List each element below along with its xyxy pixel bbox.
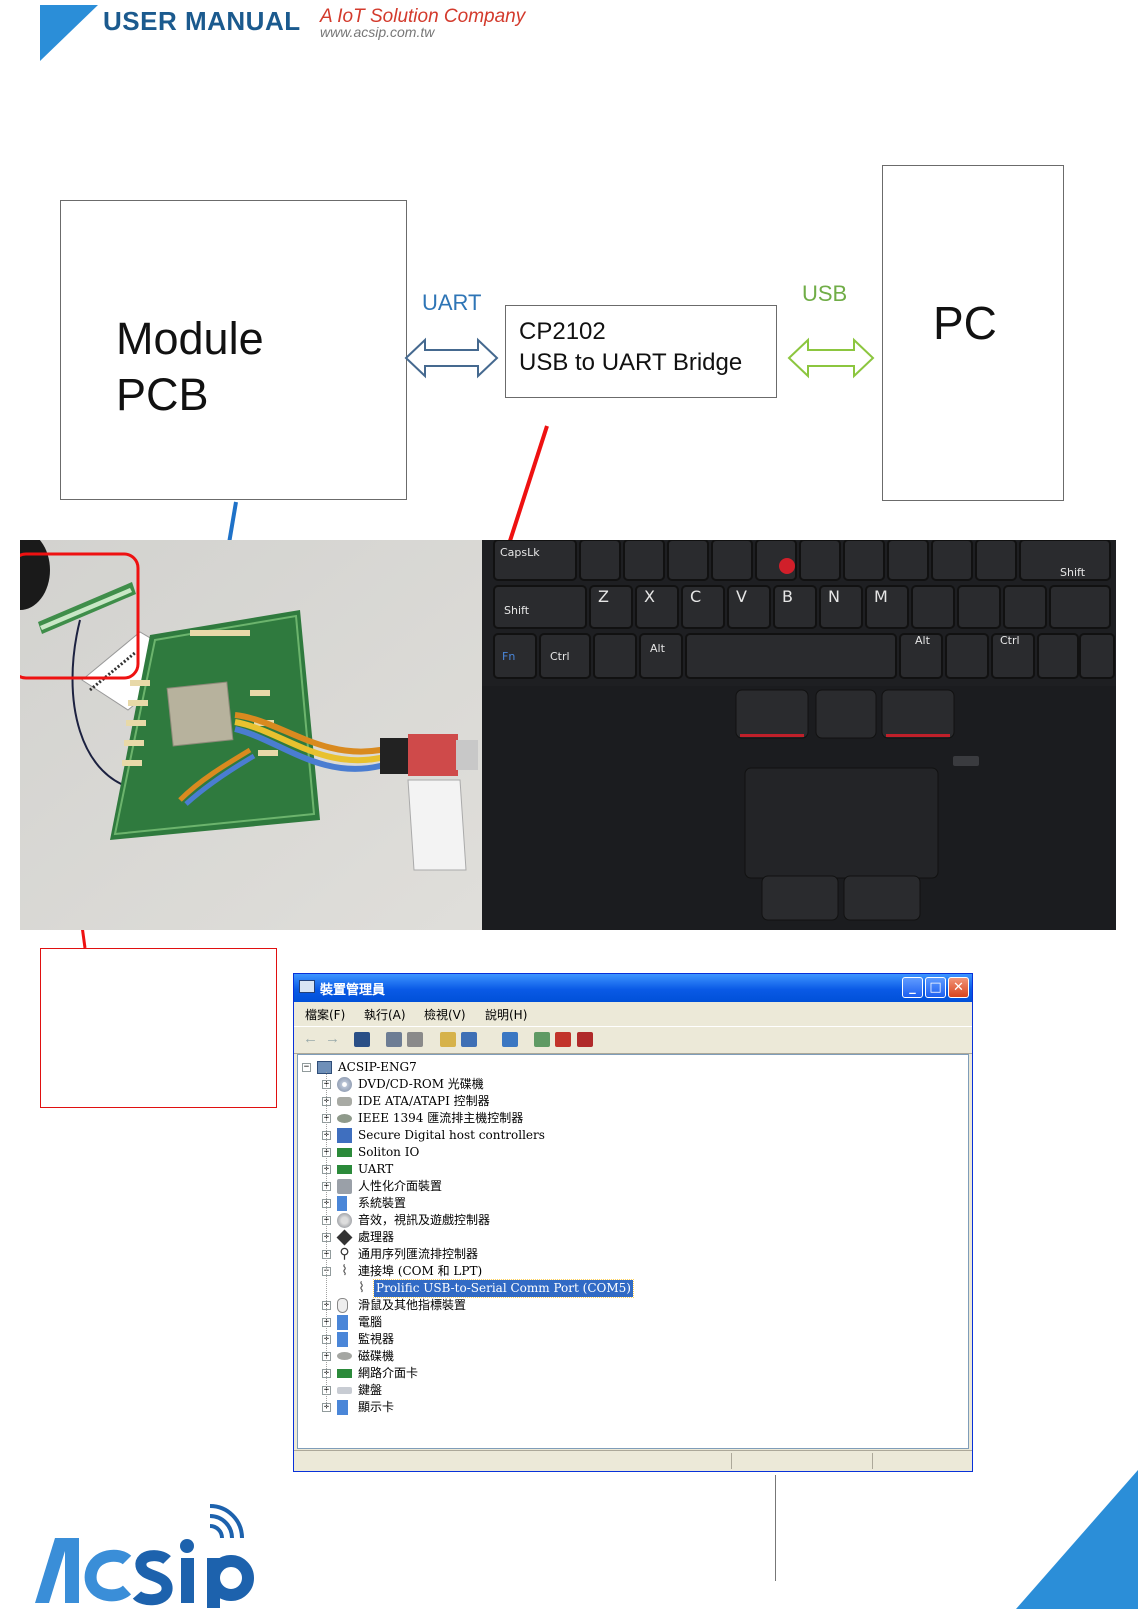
usb-icon: ⚲ (337, 1247, 352, 1262)
photo-touchpad (745, 768, 938, 878)
svg-text:Alt: Alt (650, 642, 666, 655)
show-hide-tree-icon[interactable] (354, 1032, 370, 1047)
menu-help[interactable]: 說明(H) (485, 1006, 527, 1023)
svg-text:Alt: Alt (915, 634, 931, 647)
uart-link-label: UART (422, 290, 482, 316)
network-icon (337, 1369, 352, 1378)
properties-icon[interactable] (386, 1032, 402, 1047)
svg-text:V: V (736, 587, 747, 606)
window-titlebar[interactable]: 裝置管理員 _ □ ✕ (294, 974, 972, 1002)
setup-photo: CapsLk Shift Z X C V B N M Shift Fn Ctrl… (20, 540, 1116, 930)
forward-icon[interactable]: → (325, 1032, 341, 1047)
svg-text:Ctrl: Ctrl (1000, 634, 1020, 647)
footer-divider (775, 1475, 776, 1581)
view-icon[interactable] (461, 1032, 477, 1047)
svg-text:CapsLk: CapsLk (500, 546, 540, 559)
svg-text:Shift: Shift (504, 604, 530, 617)
acsip-logo (35, 1498, 265, 1608)
usb-link-label: USB (802, 281, 847, 307)
sound-icon (337, 1213, 352, 1228)
header-logo-triangle (40, 5, 98, 61)
menu-view[interactable]: 檢視(V) (424, 1006, 466, 1023)
svg-text:B: B (782, 587, 793, 606)
device-manager-window: 裝置管理員 _ □ ✕ 檔案(F) 執行(A) 檢視(V) 說明(H) ← → … (293, 973, 973, 1472)
toolbar: ← → (294, 1026, 972, 1054)
pc-box: PC (882, 165, 1064, 501)
svg-text:Fn: Fn (502, 650, 515, 663)
photo-module-chip (167, 682, 233, 746)
svg-text:Ctrl: Ctrl (550, 650, 570, 663)
update-driver-icon[interactable] (534, 1032, 550, 1047)
header-title: USER MANUAL (103, 6, 301, 37)
help-icon[interactable] (440, 1032, 456, 1047)
module-pcb-label: Module PCB (116, 311, 264, 423)
bridge-box: CP2102 USB to UART Bridge (505, 305, 777, 398)
antenna-note-box (40, 948, 277, 1108)
back-icon[interactable]: ← (303, 1032, 319, 1047)
computer-icon (317, 1061, 332, 1074)
footer-corner-triangle (1016, 1470, 1138, 1609)
close-button[interactable]: ✕ (948, 977, 969, 998)
collapse-icon[interactable]: − (302, 1063, 311, 1072)
photo-trackpoint (779, 558, 795, 574)
card-icon (337, 1165, 352, 1174)
uart-double-arrow (406, 340, 497, 376)
module-pcb-box: Module PCB (60, 200, 407, 500)
usb-double-arrow (789, 340, 873, 376)
header-url: www.acsip.com.tw (320, 24, 434, 40)
keyboard-icon (337, 1387, 352, 1394)
svg-text:M: M (874, 587, 888, 606)
pc-label: PC (933, 296, 997, 350)
computer-icon (299, 980, 315, 993)
menu-action[interactable]: 執行(A) (364, 1006, 406, 1023)
window-title: 裝置管理員 (320, 979, 385, 998)
bridge-label: CP2102 USB to UART Bridge (519, 316, 742, 378)
photo-keyboard (494, 540, 1114, 678)
card-icon (337, 1148, 352, 1157)
port-icon: ⌇ (354, 1281, 369, 1296)
device-tree: − ACSIP-ENG7 + DVD/CD-ROM 光碟機 + IDE ATA/… (297, 1054, 969, 1449)
svg-text:Shift: Shift (1060, 566, 1086, 579)
port-icon: ⌇ (337, 1264, 352, 1279)
selected-device: Prolific USB-to-Serial Comm Port (COM5) (374, 1280, 633, 1297)
system-icon (337, 1196, 347, 1211)
cdrom-icon (337, 1077, 352, 1092)
svg-text:N: N (828, 587, 840, 606)
maximize-button[interactable]: □ (925, 977, 946, 998)
ide-icon (337, 1097, 352, 1106)
svg-text:X: X (644, 587, 655, 606)
disable-icon[interactable] (555, 1032, 571, 1047)
disk-icon (337, 1352, 352, 1360)
menu-bar: 檔案(F) 執行(A) 檢視(V) 說明(H) (294, 1002, 972, 1026)
minimize-button[interactable]: _ (902, 977, 923, 998)
display-icon (337, 1400, 348, 1415)
menu-file[interactable]: 檔案(F) (305, 1006, 345, 1023)
monitor-icon (337, 1332, 348, 1347)
computer-icon (337, 1315, 348, 1330)
svg-text:C: C (690, 587, 701, 606)
uninstall-icon[interactable] (577, 1032, 593, 1047)
hid-icon (337, 1179, 352, 1194)
ieee1394-icon (337, 1114, 352, 1123)
scan-hardware-icon[interactable] (502, 1032, 518, 1047)
print-icon[interactable] (407, 1032, 423, 1047)
cpu-icon (337, 1230, 353, 1246)
mouse-icon (337, 1298, 348, 1313)
status-bar (294, 1450, 972, 1471)
svg-text:Z: Z (598, 587, 609, 606)
sd-icon (337, 1128, 352, 1143)
